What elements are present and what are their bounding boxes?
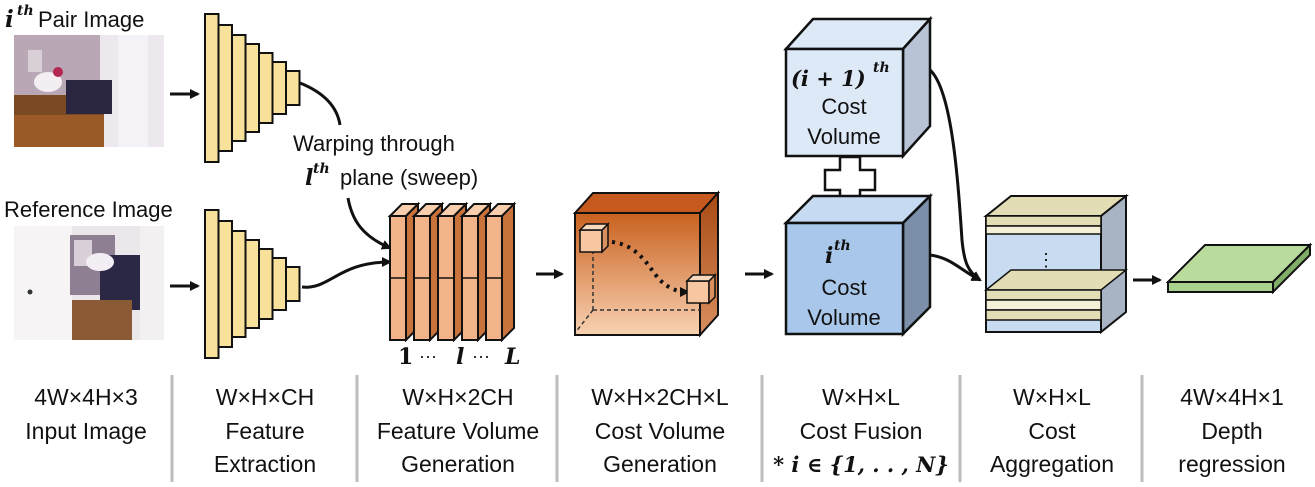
stage-label-line: W×H×L (822, 384, 900, 410)
feature-layer (204, 209, 220, 359)
svg-text:L: L (504, 344, 520, 370)
arrow-current-to-aggregation (929, 253, 982, 282)
feature-layer (244, 43, 260, 133)
next-cost-volume-label: (i + 1) th Cost Volume (791, 60, 890, 149)
stage-label-line: 4W×4H×1 (1180, 384, 1284, 410)
reference-image-label: Reference Image (4, 197, 173, 222)
svg-text:···: ··· (419, 346, 437, 366)
feature-layer (285, 266, 301, 302)
svg-text:th: th (17, 3, 34, 19)
svg-text:l: l (456, 344, 464, 370)
feature-layer (217, 220, 233, 348)
pair-image-label: i th Pair Image (5, 3, 144, 33)
stage-label-line: Cost (1028, 418, 1076, 444)
stage-label-line: Input Image (25, 418, 146, 444)
svg-text:Volume: Volume (807, 124, 880, 149)
cost-aggregation-block: ⋮ (983, 193, 1129, 335)
feature-volume-stack (387, 201, 517, 343)
svg-text:⋮: ⋮ (1037, 250, 1055, 270)
stage-label-line: 4W×4H×3 (34, 384, 138, 410)
stage-label-line: Cost Fusion (800, 418, 923, 444)
svg-text:Volume: Volume (807, 305, 880, 330)
svg-text:Cost: Cost (821, 275, 866, 300)
stage-label-line: W×H×2CH×L (591, 384, 729, 410)
svg-text:plane (sweep): plane (sweep) (340, 165, 478, 190)
stage-label-line: Depth (1201, 418, 1262, 444)
current-cost-volume-label: i th Cost Volume (807, 238, 880, 330)
svg-text:i: i (5, 6, 14, 33)
stage-label-line: * i ∈ {1, . . , N} (773, 452, 949, 477)
stage-separators (170, 375, 1144, 482)
warping-label: Warping through l th plane (sweep) (293, 131, 478, 191)
svg-text:Cost: Cost (821, 94, 866, 119)
stage-label-line: W×H×L (1013, 384, 1091, 410)
pair-image-photo (14, 35, 164, 147)
feature-layer (231, 34, 247, 142)
next-cost-volume-cube (783, 15, 933, 160)
stage-label-line: W×H×CH (216, 384, 314, 410)
svg-text:th: th (873, 60, 890, 76)
stage-label-line: Generation (401, 451, 515, 477)
current-cost-volume-cube (782, 192, 934, 338)
stage-label-line: regression (1178, 451, 1285, 477)
warp-curve-middle (346, 197, 392, 250)
stage-label-line: Aggregation (990, 451, 1114, 477)
depth-map-slab (1165, 242, 1313, 295)
feature-layer (231, 230, 247, 338)
stage-label-line: Feature Volume (377, 418, 539, 444)
svg-text:Warping through: Warping through (293, 131, 455, 156)
stage-label: W×H×L Cost Fusion * i ∈ {1, . . , N} (773, 384, 949, 477)
reference-image-photo (14, 226, 164, 340)
arrow-next-to-aggregation (928, 68, 982, 282)
feature-layer (258, 52, 274, 124)
feature-layer (244, 239, 260, 329)
cost-volume-cube (572, 190, 721, 338)
feature-layer (271, 257, 287, 311)
feature-extractor-bottom (204, 209, 301, 359)
svg-text:(i + 1): (i + 1) (791, 66, 866, 91)
svg-text:Pair Image: Pair Image (38, 7, 144, 32)
feature-layer (285, 70, 301, 106)
svg-text:1: 1 (398, 344, 413, 370)
stage-label-line: Extraction (214, 451, 316, 477)
feature-volume-plane (483, 201, 517, 343)
stage-label-line: W×H×2CH (402, 384, 513, 410)
feature-layer (217, 24, 233, 152)
feature-extractor-top (204, 13, 301, 163)
warp-curve-bottom (301, 257, 392, 289)
stage-label-line: Feature (225, 418, 304, 444)
stage-label-line: Generation (603, 451, 717, 477)
feature-layer (204, 13, 220, 163)
feature-layer (258, 248, 274, 320)
svg-text:th: th (834, 238, 851, 254)
plane-index-label: 1 ··· l ··· L (398, 344, 520, 370)
svg-text:l: l (305, 165, 313, 191)
feature-layer (271, 61, 287, 115)
warp-curve-top (299, 81, 342, 126)
svg-text:th: th (313, 161, 330, 177)
svg-text:i: i (825, 243, 833, 269)
svg-text:···: ··· (472, 346, 490, 366)
stage-label-line: Cost Volume (595, 418, 725, 444)
